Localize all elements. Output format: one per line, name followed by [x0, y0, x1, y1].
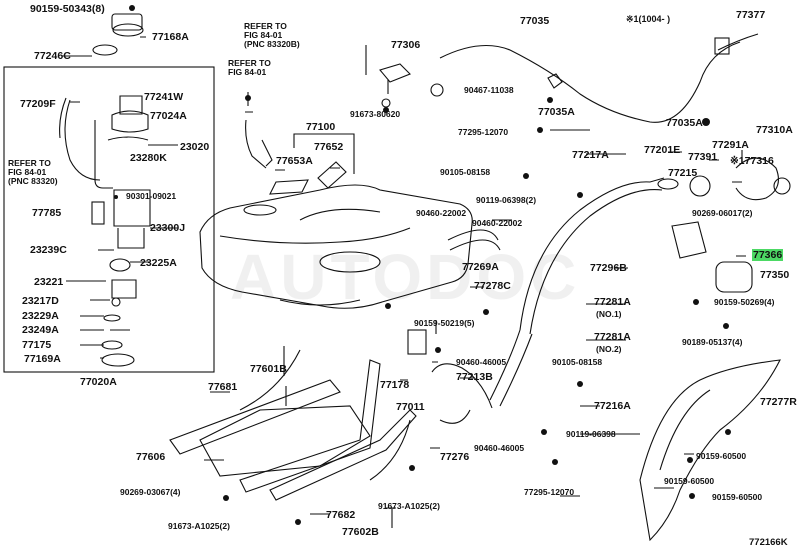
- part-label[interactable]: 77601B: [250, 363, 287, 375]
- part-label[interactable]: 77215: [668, 167, 698, 179]
- tank-strap-front: [169, 379, 341, 455]
- part-label[interactable]: 90159-60500: [712, 492, 763, 502]
- part-label[interactable]: 77602B: [342, 526, 379, 538]
- part-label[interactable]: 77175: [22, 339, 52, 351]
- part-label[interactable]: 77269A: [462, 261, 499, 273]
- part-label[interactable]: 77377: [736, 9, 766, 21]
- watermark: AUTODOC: [230, 241, 581, 313]
- part-label[interactable]: 77281A: [594, 296, 631, 308]
- part-label[interactable]: 77281A: [594, 331, 631, 343]
- part-label[interactable]: 77296B: [590, 262, 627, 274]
- part-label[interactable]: 90105-08158: [440, 167, 491, 177]
- part-label[interactable]: 23249A: [22, 324, 59, 336]
- part-label[interactable]: 90269-03067(4): [120, 487, 181, 497]
- part-label[interactable]: 90159-50269(4): [714, 297, 775, 307]
- part-label[interactable]: 77169A: [24, 353, 61, 365]
- bolt-icon: [245, 95, 251, 101]
- part-label[interactable]: 90460-22002: [472, 218, 523, 228]
- part-label[interactable]: (NO.2): [596, 344, 622, 354]
- part-label[interactable]: 90105-08158: [552, 357, 603, 367]
- part-label[interactable]: 77178: [380, 379, 410, 391]
- diagram-id: 772166K: [749, 537, 788, 548]
- part-label[interactable]: 90159-50219(5): [414, 318, 475, 328]
- part-label[interactable]: 23221: [34, 276, 64, 288]
- part-label[interactable]: 90269-06017(2): [692, 208, 753, 218]
- release-cable: [439, 41, 741, 123]
- part-label[interactable]: 77276: [440, 451, 470, 463]
- part-label[interactable]: 77306: [391, 39, 421, 51]
- fuel-door: [715, 261, 753, 293]
- part-label[interactable]: 77366: [752, 249, 784, 261]
- fuel-tank-outline: [199, 184, 473, 309]
- part-label[interactable]: 91673-A1025(2): [378, 501, 440, 511]
- part-label[interactable]: 77652: [314, 141, 344, 153]
- part-label[interactable]: 77295-12070: [458, 127, 509, 137]
- part-label[interactable]: 23217D: [22, 295, 59, 307]
- part-label[interactable]: 23300J: [150, 222, 186, 234]
- pump-body: [113, 189, 151, 227]
- part-label[interactable]: 77785: [32, 207, 62, 219]
- part-label[interactable]: 77216A: [594, 400, 631, 412]
- part-label[interactable]: 90159-50343(8): [30, 3, 105, 15]
- tank-strap-rear: [269, 409, 417, 501]
- part-label[interactable]: 77217A: [572, 149, 609, 161]
- tank-protector: [199, 405, 371, 477]
- part-label[interactable]: 23280K: [130, 152, 167, 164]
- part-label[interactable]: ※177316: [730, 155, 774, 167]
- part-label[interactable]: 77391: [688, 151, 718, 163]
- part-label[interactable]: 23225A: [140, 257, 177, 269]
- part-label[interactable]: 77277R: [760, 396, 797, 408]
- part-label[interactable]: 77035: [520, 15, 550, 27]
- part-label[interactable]: 90460-22002: [416, 208, 467, 218]
- part-label[interactable]: 90460-46005: [474, 443, 525, 453]
- part-label[interactable]: 77606: [136, 451, 166, 463]
- filler-neck-pipe: [519, 177, 665, 331]
- part-label[interactable]: 77011: [396, 401, 425, 413]
- bolt-icon: [129, 5, 135, 11]
- part-label[interactable]: 77241W: [144, 91, 184, 103]
- highlighted-part-label[interactable]: 77366: [752, 249, 784, 261]
- part-label[interactable]: 90301-09021: [126, 191, 177, 201]
- part-label[interactable]: 77310A: [756, 124, 793, 136]
- part-label[interactable]: 23020: [180, 141, 210, 153]
- part-label[interactable]: 77201E: [644, 144, 681, 156]
- part-label[interactable]: 77209F: [20, 98, 56, 110]
- part-label[interactable]: 77653A: [276, 155, 313, 167]
- part-label[interactable]: 90159-60500: [664, 476, 715, 486]
- part-label[interactable]: 77168A: [152, 31, 189, 43]
- part-label[interactable]: 77681: [208, 381, 238, 393]
- pump-inset-frame: [3, 66, 215, 373]
- part-label[interactable]: 90189-05137(4): [682, 337, 743, 347]
- part-label[interactable]: 91673-80620: [350, 109, 401, 119]
- part-label[interactable]: 90159-60500: [696, 451, 747, 461]
- part-label[interactable]: 77213B: [456, 371, 493, 383]
- part-label[interactable]: 77024A: [150, 110, 187, 122]
- serial-note: ※1(1004- ): [626, 14, 671, 24]
- part-label[interactable]: 77035A: [538, 106, 575, 118]
- part-label[interactable]: 77682: [326, 509, 356, 521]
- part-label[interactable]: 90467-11038: [464, 85, 514, 95]
- part-label[interactable]: 77246C: [34, 50, 71, 62]
- part-label[interactable]: 90460-46005: [456, 357, 507, 367]
- filler-shield: [639, 359, 781, 542]
- part-label[interactable]: 77100: [306, 121, 336, 133]
- part-label[interactable]: 77020A: [80, 376, 117, 388]
- part-label[interactable]: 91673-A1025(2): [168, 521, 230, 531]
- part-label[interactable]: (NO.1): [596, 309, 622, 319]
- part-label[interactable]: 90119-06398(2): [476, 195, 537, 205]
- part-label[interactable]: 90119-06398: [566, 429, 616, 439]
- part-label[interactable]: 23239C: [30, 244, 67, 256]
- part-label[interactable]: 77278C: [474, 280, 511, 292]
- part-label[interactable]: 77035A: [666, 117, 703, 129]
- part-label[interactable]: 77291A: [712, 139, 749, 151]
- part-label[interactable]: 77295-12070: [524, 487, 575, 497]
- part-label[interactable]: 23229A: [22, 310, 59, 322]
- part-label[interactable]: 77350: [760, 269, 790, 281]
